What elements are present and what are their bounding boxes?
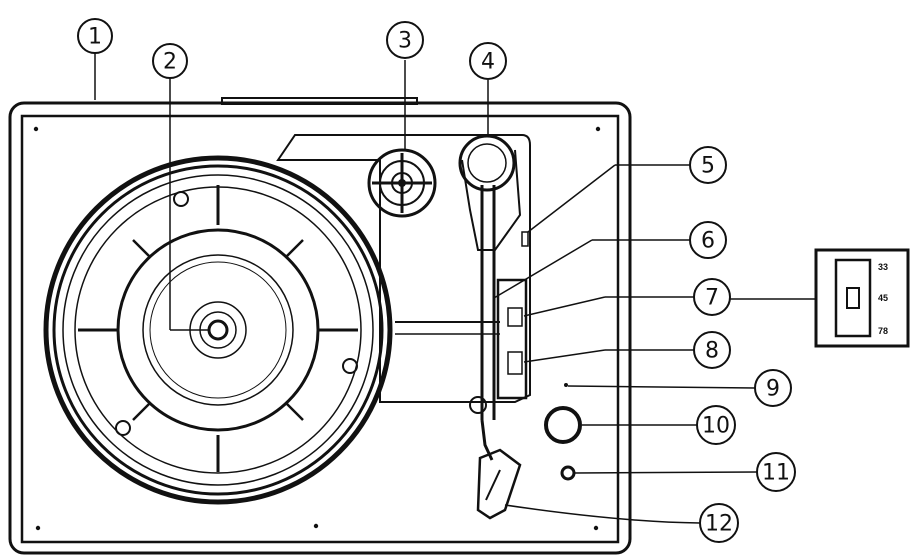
headphone-jack-icon [560, 465, 576, 481]
callout-circle-2 [152, 43, 188, 79]
outer-case [8, 101, 632, 555]
callout-number-6: 6 [701, 229, 715, 254]
callout-number-8: 8 [705, 339, 719, 364]
callout-number-10: 10 [702, 414, 730, 439]
speed-option-45: 45 [878, 293, 888, 303]
callout-number-1: 1 [88, 25, 102, 50]
indicator-light-icon [564, 383, 568, 387]
callout-number-7: 7 [705, 286, 719, 311]
callout-number-3: 3 [398, 29, 412, 54]
callout-circle-9 [754, 369, 792, 407]
screw-icon [33, 126, 39, 132]
screw-icon [593, 525, 599, 531]
screw-icon [35, 525, 41, 531]
callout-number-12: 12 [705, 512, 733, 537]
callout-circle-6 [689, 221, 727, 259]
mechanism-recess [276, 134, 531, 403]
tonearm [458, 134, 529, 520]
callout-number-5: 5 [701, 154, 715, 179]
callout-number-11: 11 [762, 461, 790, 486]
callout-circle-5 [689, 146, 727, 184]
top-plate [20, 114, 620, 544]
callout-circle-1 [77, 18, 113, 54]
screw-icon [313, 523, 319, 529]
callout-circle-7 [693, 278, 731, 316]
hinge-tab [221, 97, 418, 105]
leader-lines [94, 50, 816, 524]
platter [43, 155, 393, 505]
callout-circle-4 [469, 42, 507, 80]
callout-number-2: 2 [163, 50, 177, 75]
screw-icon [595, 126, 601, 132]
callout-circle-3 [386, 21, 424, 59]
adapter-holder [367, 148, 437, 218]
callout-number-4: 4 [481, 50, 495, 75]
callout-circle-10 [696, 405, 736, 445]
callout-circle-11 [756, 452, 796, 492]
speed-option-78: 78 [878, 326, 888, 336]
speed-option-33: 33 [878, 262, 888, 272]
callout-number-9: 9 [766, 377, 780, 402]
volume-knob-icon [544, 406, 582, 444]
speed-switch-inset [814, 248, 910, 348]
callout-circle-8 [693, 331, 731, 369]
callout-circle-12 [699, 503, 739, 543]
